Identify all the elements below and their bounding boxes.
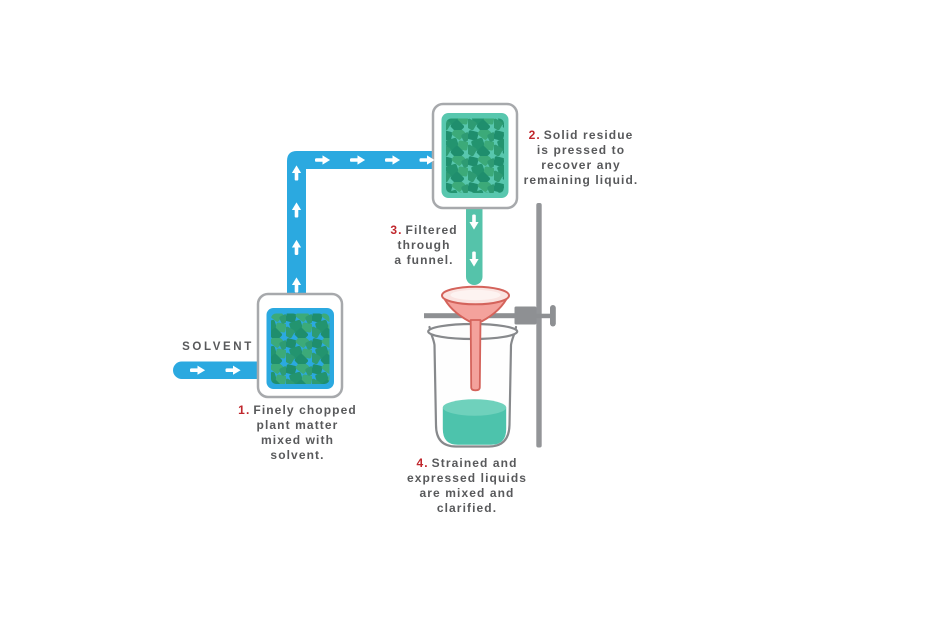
beaker-liquid-surface xyxy=(442,399,507,416)
step-2-text: Solid residue is pressed to recover any … xyxy=(523,128,639,187)
step-3-number: 3. xyxy=(390,223,403,237)
beaker xyxy=(427,322,519,448)
vessel-2-plant-matter xyxy=(446,118,504,193)
step-1-text: Finely chopped plant matter mixed with s… xyxy=(253,403,357,462)
vessel-2 xyxy=(431,102,519,210)
vessel-1-plant-matter xyxy=(271,313,330,384)
beaker-liquid xyxy=(442,407,507,445)
funnel-stem xyxy=(469,319,482,392)
clamp xyxy=(514,305,556,327)
clamp-screw-arm xyxy=(536,313,552,319)
step-3-text: Filtered through a funnel. xyxy=(394,223,458,267)
step-1-number: 1. xyxy=(238,403,251,417)
step-2-number: 2. xyxy=(528,128,541,142)
riser-pipe xyxy=(287,151,437,298)
step-caption-1: 1.Finely chopped plant matter mixed with… xyxy=(225,403,370,463)
step-caption-2: 2.Solid residue is pressed to recover an… xyxy=(505,128,657,188)
drain-pipe xyxy=(466,196,483,285)
vessel-1 xyxy=(256,292,344,399)
funnel-mouth-highlight xyxy=(450,289,501,301)
step-caption-4: 4.Strained and expressed liquids are mix… xyxy=(387,456,547,516)
step-caption-3: 3.Filtered through a funnel. xyxy=(364,223,484,268)
stand-rod xyxy=(536,203,542,448)
funnel xyxy=(441,285,510,392)
step-4-text: Strained and expressed liquids are mixed… xyxy=(406,456,528,515)
solvent-pipe xyxy=(173,361,265,379)
step-4-number: 4. xyxy=(416,456,429,470)
clamp-screw-knob xyxy=(550,305,556,327)
clamp-block xyxy=(514,306,537,325)
solvent-label: SOLVENT xyxy=(182,341,254,353)
